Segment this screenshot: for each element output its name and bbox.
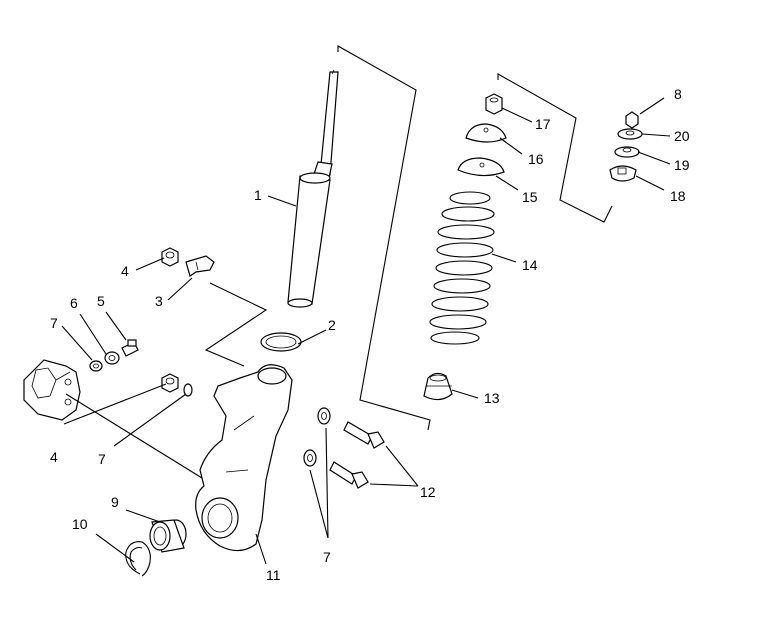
callout-13: 13 bbox=[484, 390, 500, 406]
callout-1: 1 bbox=[254, 187, 262, 203]
callout-2: 2 bbox=[328, 317, 336, 333]
callout-16: 16 bbox=[528, 151, 544, 167]
callout-9: 9 bbox=[111, 494, 119, 510]
callout-12: 12 bbox=[420, 484, 436, 500]
callout-5: 5 bbox=[97, 293, 105, 309]
mount-cup bbox=[609, 165, 637, 182]
seal-ring bbox=[260, 332, 302, 352]
callout-15: 15 bbox=[522, 189, 538, 205]
washer-7d bbox=[303, 449, 317, 467]
assembly-guide-lines bbox=[204, 45, 613, 431]
callout-6: 6 bbox=[70, 295, 78, 311]
washer-6 bbox=[104, 351, 120, 365]
top-washer bbox=[617, 128, 643, 140]
callout-20: 20 bbox=[674, 128, 690, 144]
callout-7a: 7 bbox=[50, 315, 58, 331]
callout-3: 3 bbox=[155, 293, 163, 309]
spring-nut bbox=[485, 93, 503, 115]
clamp-bracket bbox=[185, 255, 215, 277]
leader-lines bbox=[61, 97, 671, 565]
shock-absorber-strut bbox=[287, 69, 339, 308]
brake-caliper bbox=[23, 359, 81, 421]
washer-7a bbox=[89, 360, 103, 372]
callout-4a: 4 bbox=[121, 263, 129, 279]
callout-7c: 7 bbox=[323, 549, 331, 565]
callout-18: 18 bbox=[670, 188, 686, 204]
callout-17: 17 bbox=[535, 116, 551, 132]
callout-labels: 1 2 3 4 4 5 6 7 7 7 8 9 10 11 12 13 14 1… bbox=[50, 86, 690, 583]
steering-knuckle bbox=[195, 364, 293, 552]
callout-8: 8 bbox=[674, 86, 682, 102]
callout-7b: 7 bbox=[98, 451, 106, 467]
bleed-bolt bbox=[121, 339, 139, 357]
nut-lower bbox=[161, 373, 179, 393]
nut-upper bbox=[161, 247, 179, 267]
washer-7b bbox=[183, 383, 193, 397]
wheel-bearing bbox=[149, 519, 187, 553]
top-nut bbox=[625, 111, 639, 129]
spring-seat bbox=[457, 157, 505, 177]
callout-10: 10 bbox=[72, 516, 88, 532]
bolt-lower bbox=[329, 461, 369, 489]
washer-7c bbox=[317, 407, 331, 425]
bolt-upper bbox=[343, 421, 385, 449]
callout-19: 19 bbox=[674, 157, 690, 173]
bump-stop bbox=[423, 372, 453, 401]
circlip bbox=[125, 541, 151, 577]
coil-spring[interactable] bbox=[429, 191, 495, 345]
callout-14: 14 bbox=[522, 257, 538, 273]
callout-4b: 4 bbox=[50, 449, 58, 465]
rubber-bush bbox=[614, 146, 640, 158]
callout-11: 11 bbox=[266, 567, 281, 583]
spring-cap bbox=[465, 123, 507, 143]
